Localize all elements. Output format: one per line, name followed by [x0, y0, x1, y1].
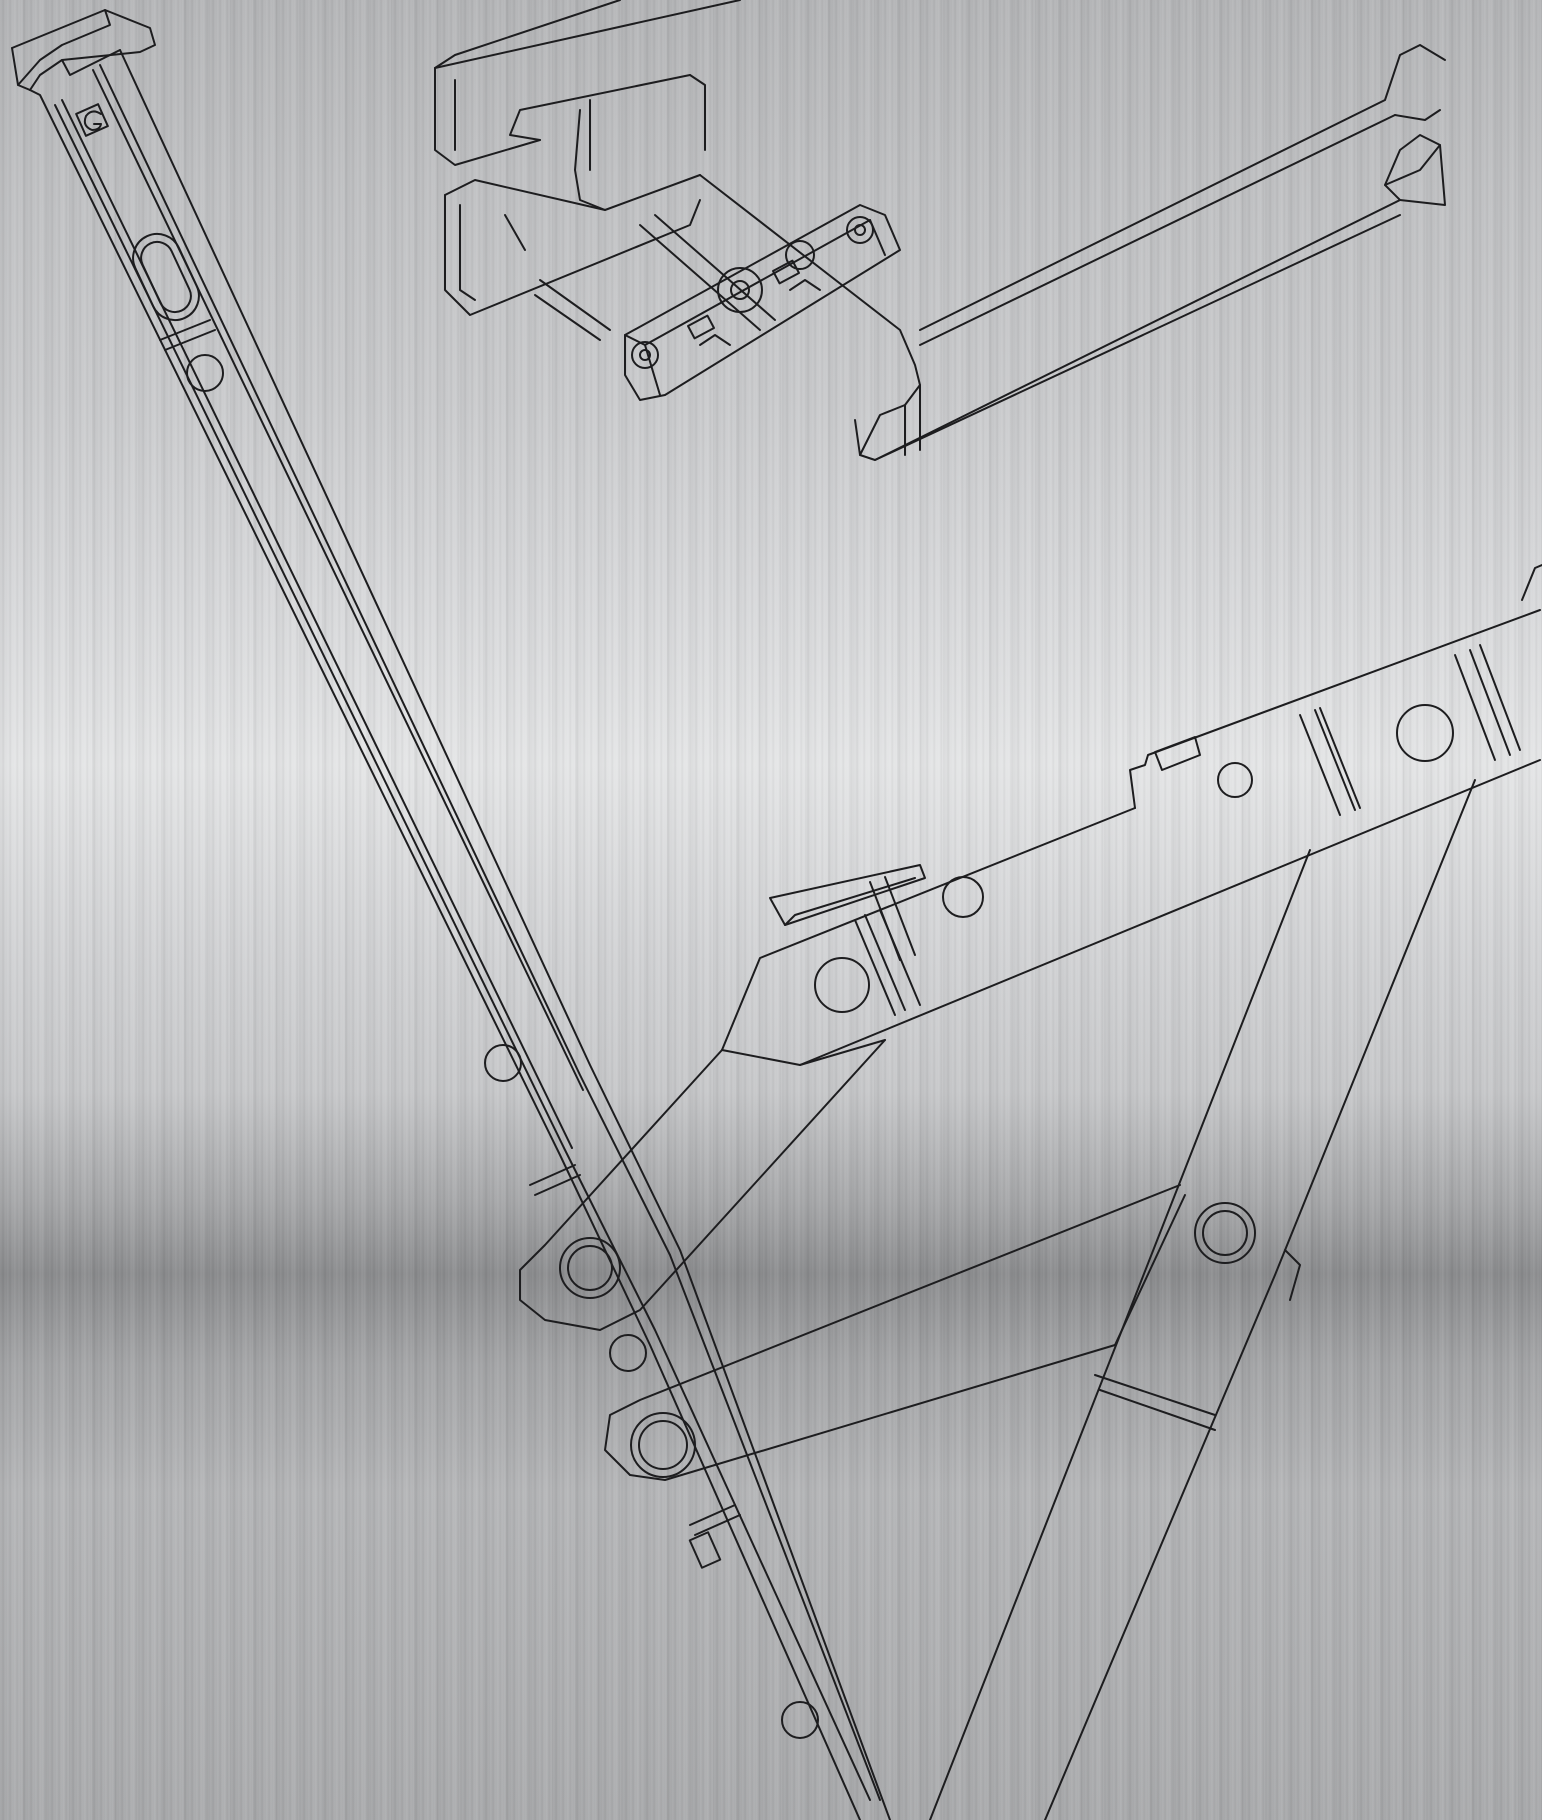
- pivot-link: [520, 1040, 885, 1330]
- track-rivet-hole: [187, 355, 223, 391]
- arm-rivet-hole: [1218, 763, 1252, 797]
- link-pivot-rivet: [631, 1413, 695, 1477]
- handle-cam-block: [625, 205, 900, 400]
- friction-stay-track: [12, 10, 890, 1820]
- track-slot: [125, 226, 215, 350]
- track-rivet-hole: [782, 1702, 818, 1738]
- drive-link: [605, 1185, 1255, 1480]
- track-rivet-hole: [485, 1045, 521, 1081]
- arm-pivot-hole: [815, 958, 869, 1012]
- arm-rivet-hole: [943, 877, 983, 917]
- brand-logo-icon: [76, 104, 108, 136]
- arm-pivot-hole: [1397, 705, 1453, 761]
- window-handle: [435, 0, 1445, 460]
- link-pivot-rivet: [1195, 1203, 1255, 1263]
- sash-arm: [722, 565, 1542, 1065]
- link-pivot-rivet: [560, 1238, 620, 1298]
- track-rivet-hole: [610, 1335, 646, 1371]
- support-strut: [930, 780, 1475, 1820]
